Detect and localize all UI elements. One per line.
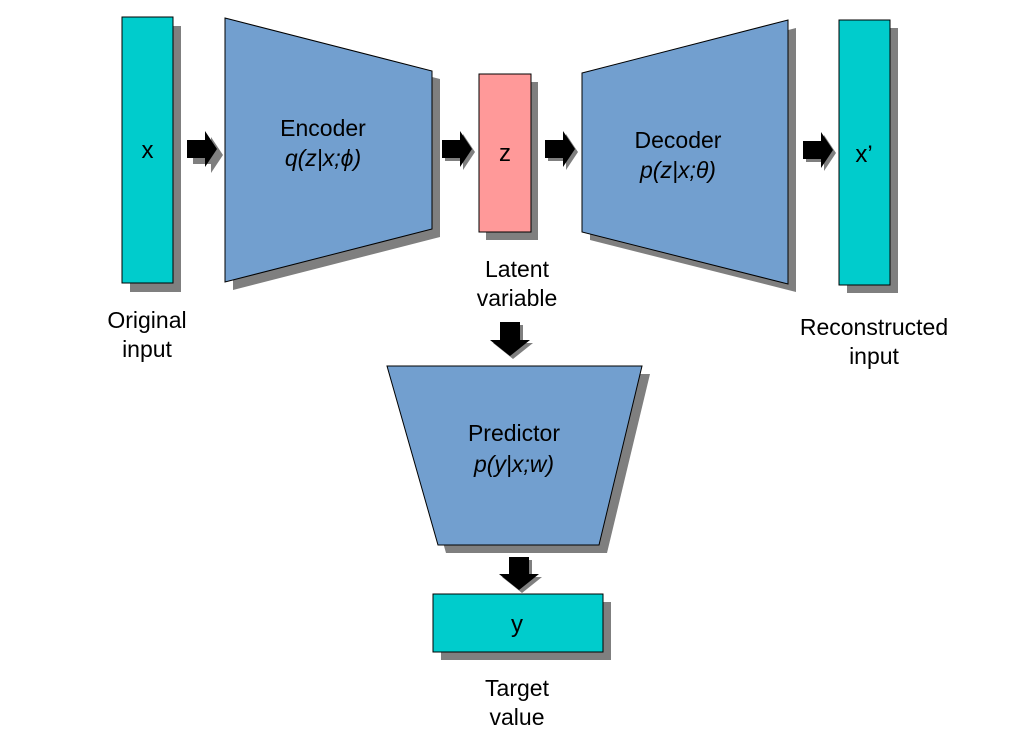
input-caption-line1: Original xyxy=(107,307,186,333)
encoder-block: Encoder q(z|x;ϕ) xyxy=(224,17,440,290)
output-box-body xyxy=(838,19,891,286)
arrow-latent-to-predictor xyxy=(490,322,533,359)
arrow-right-icon xyxy=(187,131,217,167)
decoder-block: Decoder p(z|x;θ) xyxy=(581,19,796,292)
arrow-right-icon xyxy=(803,132,833,168)
arrow-down-icon xyxy=(499,557,539,590)
input-box-body xyxy=(121,16,174,284)
target-box-body xyxy=(432,593,604,653)
predictor-name: Predictor xyxy=(468,420,560,446)
predictor-formula: p(y|x;w) xyxy=(473,451,554,477)
arrow-latent-to-decoder xyxy=(545,131,578,170)
input-box: x xyxy=(121,16,181,292)
encoder-name: Encoder xyxy=(280,115,366,141)
decoder-name: Decoder xyxy=(635,127,722,153)
output-caption-line2: input xyxy=(849,343,899,369)
target-caption-line2: value xyxy=(490,704,545,730)
output-caption-line1: Reconstructed xyxy=(800,314,948,340)
input-caption-line2: input xyxy=(122,336,172,362)
latent-caption-line1: Latent xyxy=(485,256,550,282)
arrow-decoder-to-output xyxy=(803,132,836,171)
predictor-shape xyxy=(386,365,643,546)
latent-caption-line2: variable xyxy=(477,285,558,311)
input-box-label: x xyxy=(142,137,154,164)
output-box-label: x’ xyxy=(855,141,872,168)
latent-box-body xyxy=(478,73,532,233)
target-box-label: y xyxy=(511,611,523,638)
arrow-input-to-encoder xyxy=(187,131,223,173)
target-box: y xyxy=(432,593,611,660)
output-box: x’ xyxy=(838,19,898,293)
latent-box: z xyxy=(478,73,538,240)
encoder-shape xyxy=(224,17,433,283)
arrow-right-icon xyxy=(545,131,575,167)
decoder-shape xyxy=(581,19,789,285)
predictor-block: Predictor p(y|x;w) xyxy=(386,365,650,553)
encoder-formula: q(z|x;ϕ) xyxy=(285,145,361,171)
arrow-predictor-to-target xyxy=(499,557,542,593)
arrow-down-icon xyxy=(490,322,530,356)
target-caption-line1: Target xyxy=(485,675,550,701)
arrow-encoder-to-latent xyxy=(442,131,475,170)
decoder-formula: p(z|x;θ) xyxy=(639,157,716,183)
latent-box-label: z xyxy=(499,140,511,167)
arrow-right-icon xyxy=(442,131,472,167)
